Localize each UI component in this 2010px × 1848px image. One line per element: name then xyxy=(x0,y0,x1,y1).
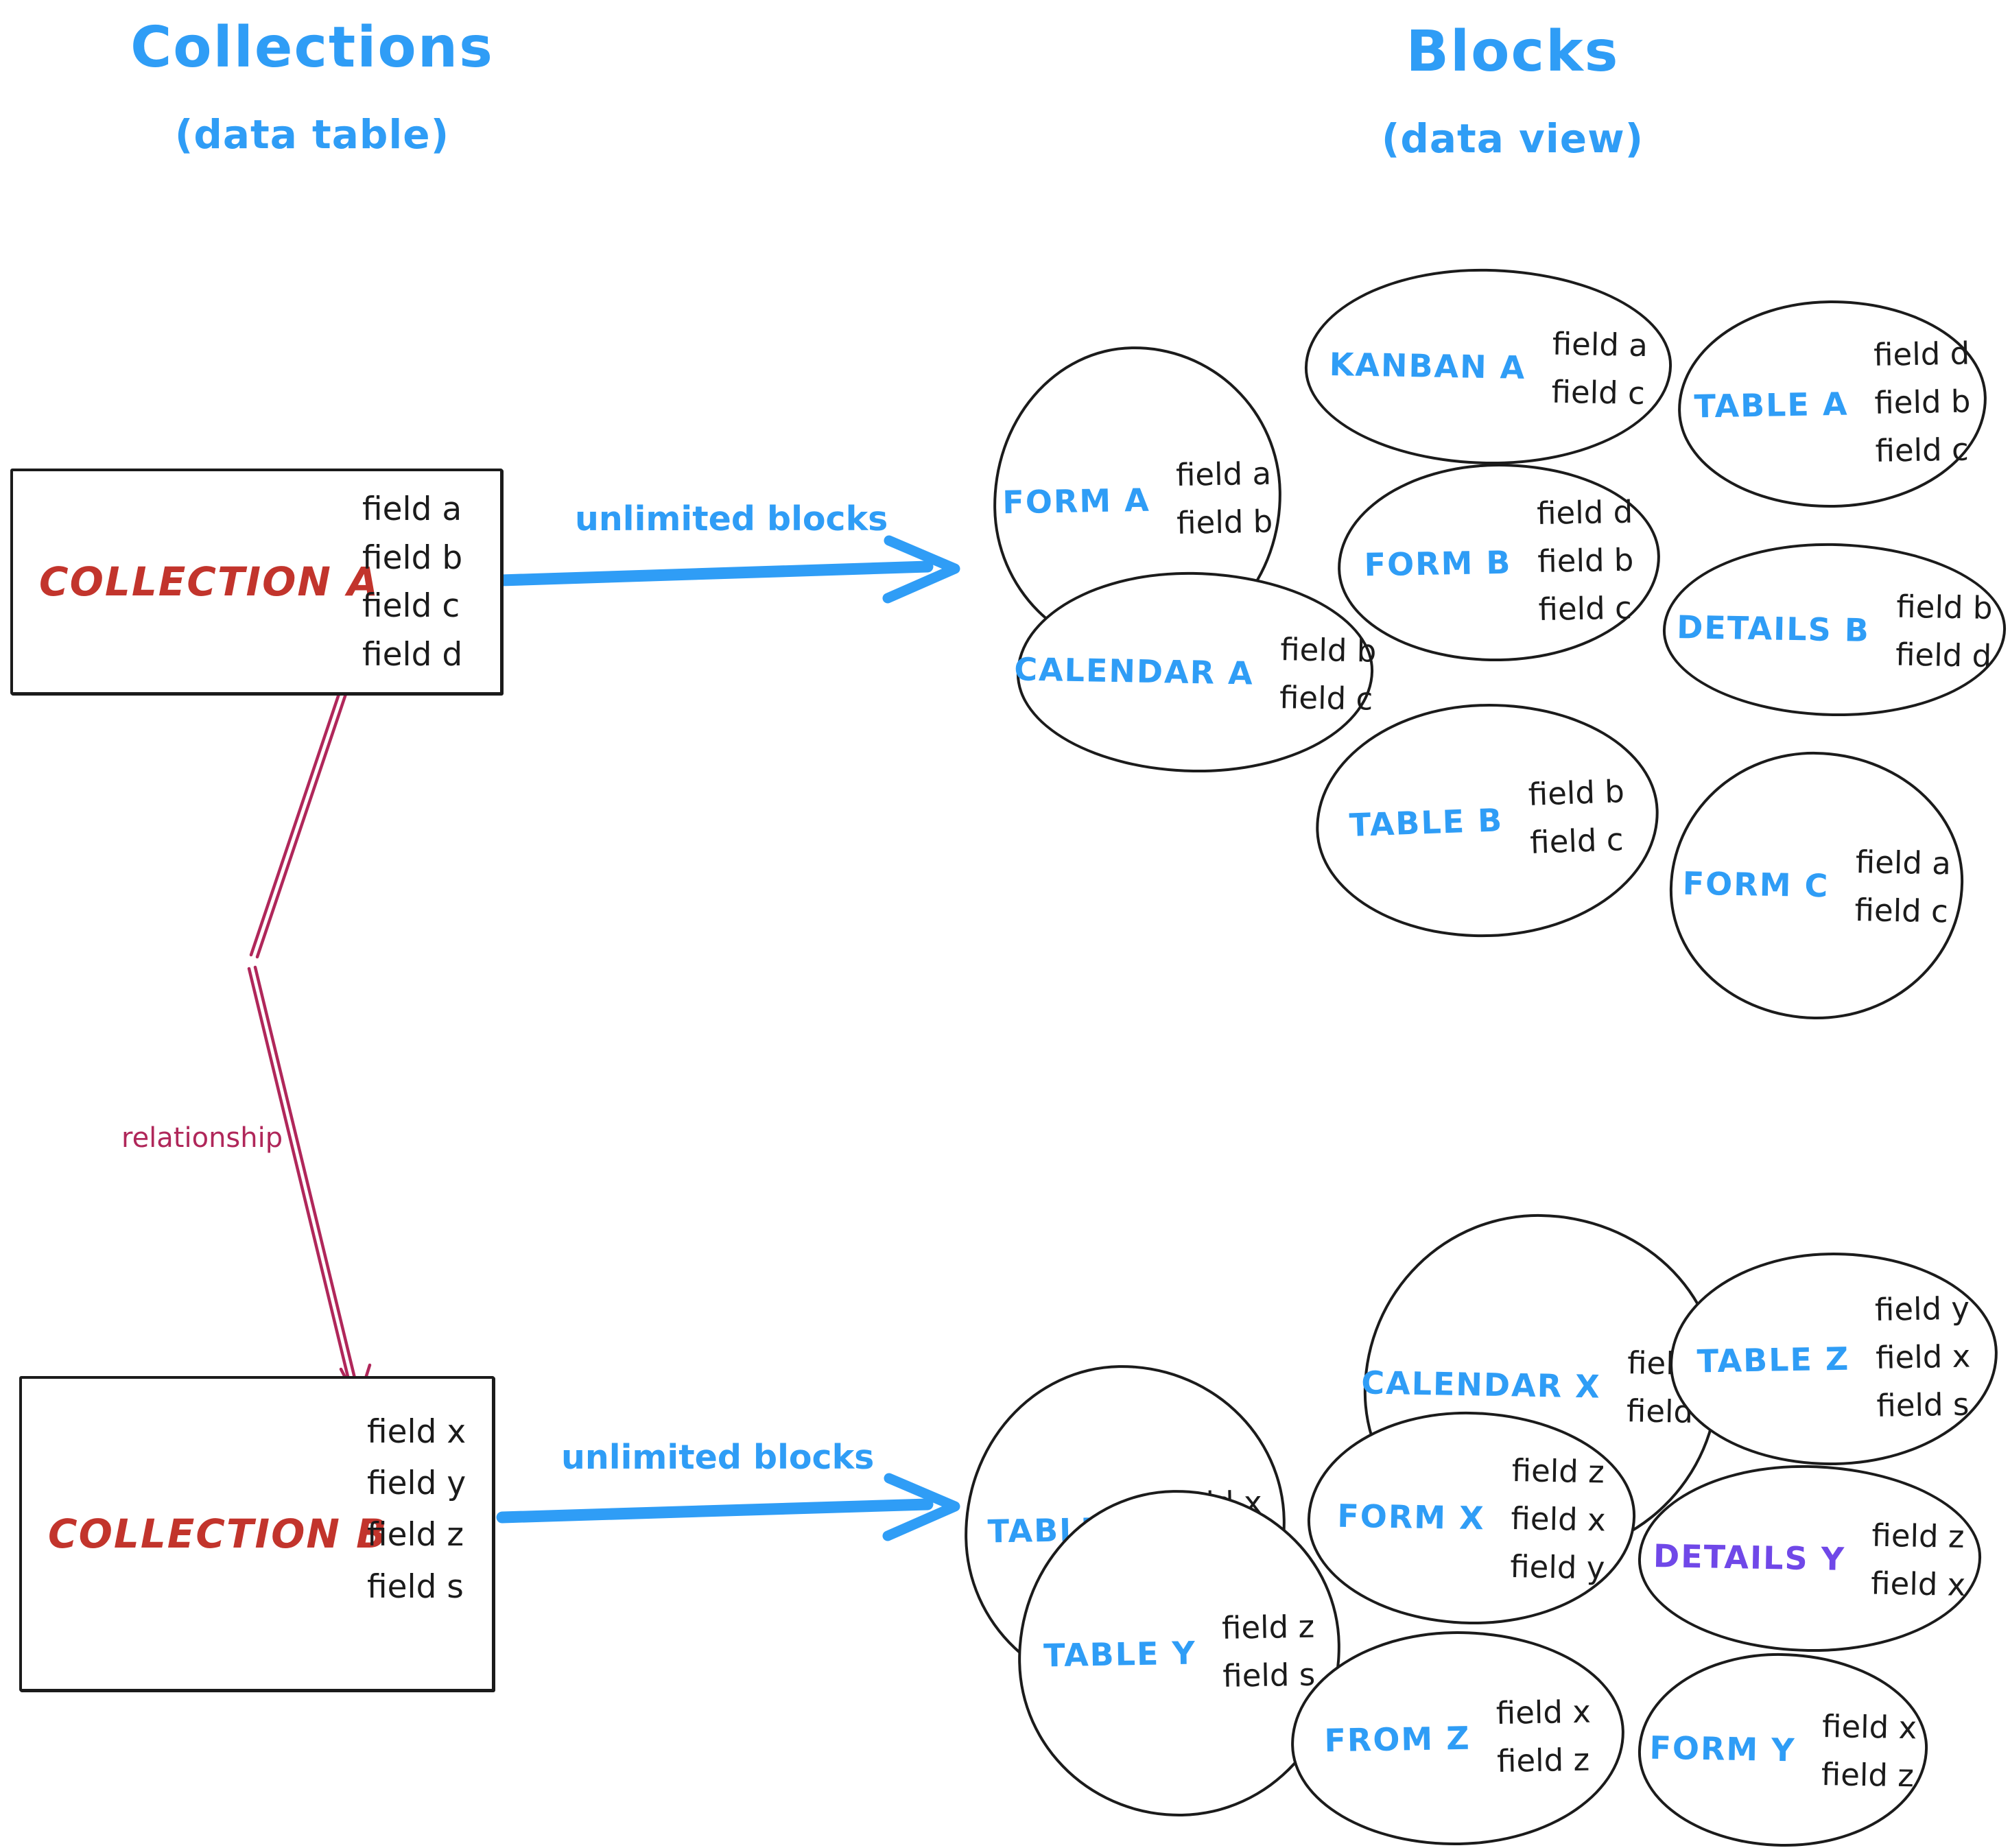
block-field: field b xyxy=(1537,541,1634,580)
block-field: field x xyxy=(1875,1338,1971,1377)
collection-a-fields: field a field b field c field d xyxy=(362,486,462,679)
block-details-b: DETAILS B field b field d xyxy=(1661,540,2008,720)
block-field: field b xyxy=(1873,383,1971,422)
block-field: field c xyxy=(1538,589,1633,628)
collection-field: field s xyxy=(367,1567,464,1606)
block-fields: field x field z xyxy=(1821,1703,1917,1800)
block-label: FORM B xyxy=(1364,543,1512,584)
block-field: field c xyxy=(1529,821,1624,861)
block-label: CALENDAR A xyxy=(1013,650,1255,692)
block-field: field c xyxy=(1551,373,1646,412)
block-table-z: TABLE Z field y field x field s xyxy=(1668,1249,2000,1469)
block-fields: field z field x xyxy=(1871,1512,1967,1609)
collection-field: field b xyxy=(362,538,463,577)
block-label: FORM X xyxy=(1336,1497,1486,1537)
block-field: field x xyxy=(1870,1565,1966,1603)
collections-title: Collections xyxy=(130,15,494,80)
collection-a-box: COLLECTION A xyxy=(10,469,503,695)
block-field: field a xyxy=(1552,325,1648,364)
block-field: field z xyxy=(1871,1517,1965,1556)
block-table-a: TABLE A field d field b field c xyxy=(1676,298,1989,510)
block-field: field d xyxy=(1536,493,1633,532)
relationship-label: relationship xyxy=(121,1122,283,1154)
block-field: field d xyxy=(1873,335,1970,374)
block-fields: field a field c xyxy=(1854,838,1951,936)
collection-field: field d xyxy=(362,635,463,674)
block-field: field y xyxy=(1509,1548,1605,1587)
block-field: field b xyxy=(1527,773,1625,814)
block-field: field a xyxy=(1175,455,1272,494)
block-field: field s xyxy=(1222,1656,1316,1694)
block-label: FORM Y xyxy=(1649,1729,1796,1769)
block-field: field c xyxy=(1854,891,1949,930)
block-fields: field b field c xyxy=(1279,626,1377,723)
block-field: field x xyxy=(1495,1693,1592,1732)
collection-field: field c xyxy=(362,587,460,625)
block-form-y: FORM Y field x field z xyxy=(1636,1650,1930,1848)
block-field: field s xyxy=(1876,1386,1970,1424)
block-label: KANBAN A xyxy=(1329,345,1526,386)
unlimited-blocks-label-top: unlimited blocks xyxy=(575,499,888,538)
collection-field: field y xyxy=(367,1465,466,1503)
block-field: field c xyxy=(1279,679,1373,718)
block-field: field x xyxy=(1511,1500,1607,1539)
block-details-y: DETAILS Y field z field x xyxy=(1636,1462,1983,1655)
block-label: CALENDAR X xyxy=(1360,1364,1602,1406)
blocks-title: Blocks xyxy=(1406,19,1620,84)
collection-a-name: COLLECTION A xyxy=(39,558,380,605)
block-field: field b xyxy=(1176,503,1273,542)
block-field: field z xyxy=(1821,1755,1915,1794)
collection-field: field z xyxy=(367,1516,464,1554)
block-form-c: FORM C field a field c xyxy=(1667,749,1966,1022)
unlimited-blocks-arrow-bottom xyxy=(496,1473,960,1541)
block-field: field z xyxy=(1221,1608,1315,1647)
relationship-arrow xyxy=(247,684,372,1410)
block-label: DETAILS Y xyxy=(1653,1537,1846,1578)
block-kanban-a: KANBAN A field a field c xyxy=(1303,265,1674,468)
block-label: FORM A xyxy=(1002,481,1151,521)
block-fields: field z field x field y xyxy=(1510,1447,1607,1592)
block-fields: field d field b field c xyxy=(1537,488,1635,634)
block-fields: field b field c xyxy=(1528,768,1627,866)
block-fields: field y field x field s xyxy=(1874,1285,1972,1430)
block-field: field b xyxy=(1279,631,1377,670)
block-form-b: FORM B field d field b field c xyxy=(1336,460,1662,665)
block-field: field z xyxy=(1496,1741,1590,1780)
block-calendar-a: CALENDAR A field b field c xyxy=(1013,569,1377,776)
block-label: TABLE Y xyxy=(1043,1634,1197,1674)
block-fields: field z field s xyxy=(1222,1603,1316,1701)
block-fields: field x field z xyxy=(1495,1688,1592,1786)
collection-b-name: COLLECTION B xyxy=(48,1511,388,1557)
collection-b-box: COLLECTION B xyxy=(19,1376,495,1692)
block-table-b: TABLE B field b field c xyxy=(1312,698,1663,943)
block-label: FROM Z xyxy=(1323,1719,1471,1760)
collection-field: field a xyxy=(362,490,462,528)
collection-b-fields: field x field y field z field s xyxy=(367,1406,466,1613)
block-label: DETAILS B xyxy=(1676,608,1871,649)
block-field: field z xyxy=(1511,1452,1605,1491)
block-field: field y xyxy=(1874,1290,1970,1329)
block-fields: field a field c xyxy=(1551,320,1648,417)
block-label: FORM C xyxy=(1682,864,1830,905)
block-field: field d xyxy=(1895,636,1992,675)
block-field: field b xyxy=(1895,588,1993,627)
block-fields: field b field d xyxy=(1895,583,1993,680)
block-fields: field d field b field c xyxy=(1873,330,1972,475)
unlimited-blocks-arrow-top xyxy=(495,535,960,604)
collection-field: field x xyxy=(367,1413,466,1451)
block-field: field a xyxy=(1855,844,1952,882)
unlimited-blocks-label-bottom: unlimited blocks xyxy=(561,1438,875,1477)
block-fields: field a field b xyxy=(1175,450,1273,547)
collections-subtitle: (data table) xyxy=(174,111,450,158)
block-label: TABLE B xyxy=(1349,801,1504,844)
block-field: field c xyxy=(1875,431,1970,469)
block-field: field x xyxy=(1821,1708,1917,1746)
blocks-subtitle: (data view) xyxy=(1381,115,1644,162)
block-label: TABLE A xyxy=(1694,385,1849,425)
block-label: TABLE Z xyxy=(1696,1340,1850,1380)
